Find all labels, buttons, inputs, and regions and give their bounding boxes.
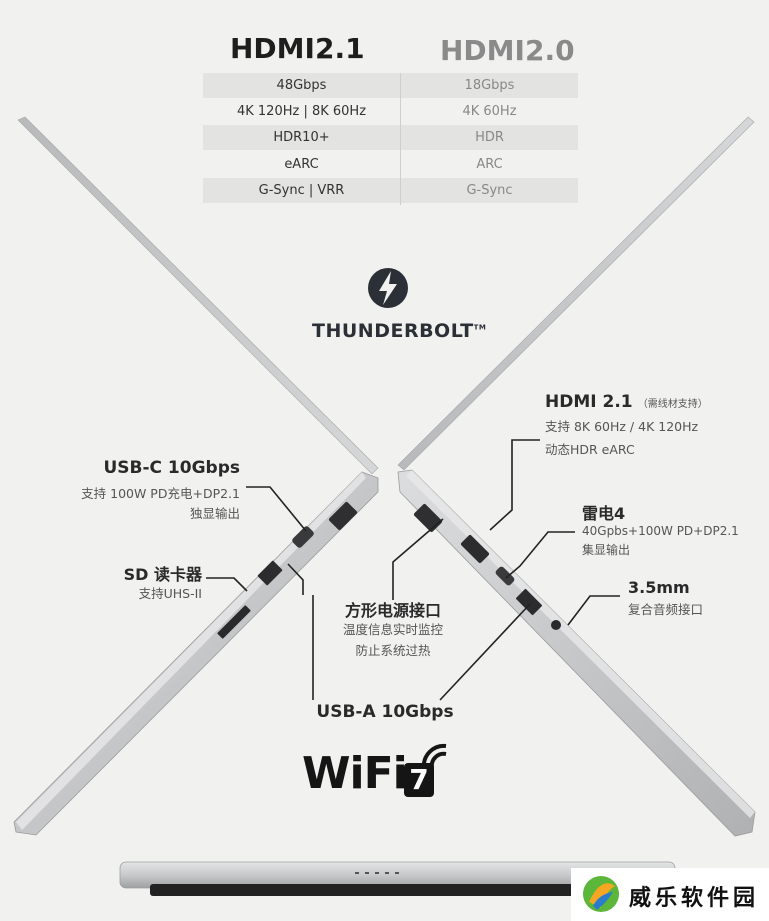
wifi-signal-icon: [421, 743, 447, 769]
cell-right: ARC: [476, 157, 503, 172]
power-line1: 温度信息实时监控: [342, 622, 443, 637]
hdmi-note: （需线材支持）: [637, 399, 708, 410]
wifi-logo-text: WiFi: [302, 748, 408, 799]
power-title: 方形电源接口: [344, 601, 441, 620]
wifi7-badge: 7: [404, 763, 434, 797]
sd-line1: 支持UHS-II: [138, 586, 202, 601]
cell-right: 4K 60Hz: [462, 104, 517, 119]
callout-lines: [206, 439, 620, 701]
table-divider: [400, 73, 401, 205]
comparison-table: 48Gbps 18Gbps 4K 120Hz | 8K 60Hz 4K 60Hz…: [203, 73, 578, 205]
usbc-title: USB-C 10Gbps: [103, 458, 240, 478]
cell-left: eARC: [284, 157, 319, 172]
table-row: [203, 125, 578, 150]
hdmi-title: HDMI 2.1: [545, 392, 633, 412]
cell-right: 18Gbps: [464, 78, 515, 93]
audio-line1: 复合音频接口: [628, 602, 704, 617]
tb4-line2: 集显输出: [582, 543, 631, 557]
tb4-title: 雷电4: [582, 504, 626, 523]
audio-title: 3.5mm: [628, 578, 690, 597]
right-laptop: [397, 116, 756, 837]
watermark-text: 威乐软件园: [629, 885, 760, 911]
cell-left: G-Sync | VRR: [258, 183, 345, 198]
hdmi20-header: HDMI2.0: [440, 34, 575, 67]
table-row: [203, 73, 578, 98]
power-line2: 防止系统过热: [355, 643, 431, 658]
hdmi21-header: HDMI2.1: [230, 32, 365, 65]
cell-left: 4K 120Hz | 8K 60Hz: [236, 104, 367, 119]
usbc-line2: 独显输出: [189, 506, 240, 521]
thunderbolt-logo-text: THUNDERBOLTTM: [312, 320, 487, 342]
usba-title: USB-A 10Gbps: [316, 702, 454, 722]
left-laptop: [13, 116, 379, 836]
hdmi-line1: 支持 8K 60Hz / 4K 120Hz: [545, 419, 699, 434]
table-row: [203, 178, 578, 203]
hdmi-line2: 动态HDR eARC: [545, 442, 635, 457]
cell-left: HDR10+: [273, 130, 330, 145]
watermark: 威乐软件园: [571, 868, 769, 921]
tb4-line1: 40Gpbs+100W PD+DP2.1: [582, 524, 739, 538]
hdmi-title-row: HDMI 2.1 （需线材支持）: [545, 392, 708, 412]
cell-right: HDR: [475, 130, 504, 145]
wifi7-number: 7: [409, 763, 429, 796]
watermark-logo-icon: [583, 876, 619, 912]
cell-left: 48Gbps: [276, 78, 327, 93]
sd-title: SD 读卡器: [123, 565, 202, 584]
cell-right: G-Sync: [466, 183, 513, 198]
usbc-line1: 支持 100W PD充电+DP2.1: [81, 486, 240, 501]
thunderbolt-icon: [368, 268, 408, 308]
